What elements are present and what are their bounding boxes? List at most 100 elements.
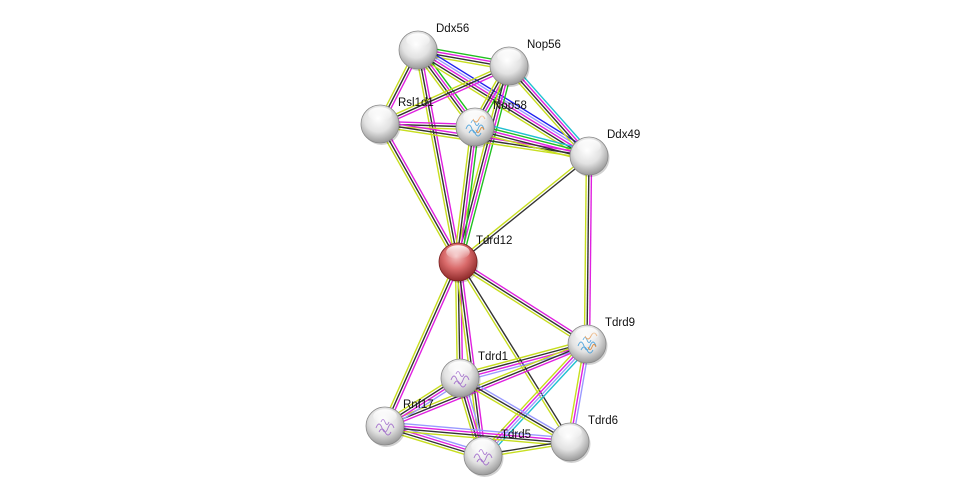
edge-line-coexpression	[384, 426, 570, 444]
node-label: Nop58	[493, 100, 527, 112]
edge-line-homology	[460, 375, 572, 441]
node-tdrd9[interactable]: Tdrd9	[567, 317, 635, 365]
edge-line-experiments	[459, 261, 487, 456]
edge-line-neighborhood	[475, 123, 590, 155]
node-label: Tdrd9	[605, 317, 635, 329]
node-tdrd12[interactable]: Tdrd12	[438, 235, 512, 283]
edge-line-textmining	[458, 339, 587, 375]
edge-tdrd12-tdrd5[interactable]	[454, 261, 487, 457]
edge-line-experiments	[509, 64, 591, 156]
edge-line-textmining	[505, 68, 587, 160]
node-gloss	[497, 49, 521, 63]
node-label: Nop56	[527, 39, 561, 51]
node-label: Ddx56	[436, 23, 469, 35]
edge-line-coexpression	[459, 342, 587, 378]
edge-line-textmining	[456, 262, 570, 444]
edge-tdrd12-tdrd6[interactable]	[456, 260, 572, 444]
node-label: Rsl1d1	[398, 97, 434, 109]
edge-line-coexpression	[458, 156, 591, 264]
edge-line-coexpression	[384, 343, 588, 427]
edge-line-homology	[385, 421, 571, 439]
edge-line-experiments	[385, 424, 571, 442]
node-gloss	[373, 409, 397, 423]
edge-line-textmining	[454, 262, 482, 457]
edge-line-textmining	[456, 263, 586, 347]
node-ddx56[interactable]: Ddx56	[398, 23, 469, 71]
node-label: Tdrd12	[476, 235, 512, 247]
node-rnf17[interactable]: Rnf17	[365, 399, 434, 447]
edge-line-textmining	[458, 379, 570, 445]
edge-line-neighborhood	[461, 127, 480, 263]
edge-tdrd12-tdrd9[interactable]	[456, 259, 589, 347]
edge-line-experiments	[459, 259, 589, 343]
node-gloss	[448, 361, 472, 375]
edge-line-experiments	[380, 67, 511, 128]
edge-line-coexpression	[586, 155, 590, 345]
node-ddx49[interactable]: Ddx49	[569, 129, 640, 177]
edge-line-experiments	[460, 344, 588, 380]
edge-line-coexpression	[417, 49, 459, 263]
node-tdrd5[interactable]: Tdrd5	[463, 429, 531, 477]
edge-line-homology	[460, 347, 589, 383]
edge-line-coexpression	[507, 66, 589, 158]
node-label: Tdrd5	[501, 429, 531, 441]
edge-line-coexpression	[458, 260, 572, 442]
edge-line-textmining	[473, 131, 588, 162]
node-gloss	[575, 327, 599, 341]
node-tdrd1[interactable]: Tdrd1	[440, 351, 508, 399]
edge-line-coexpression	[379, 123, 459, 263]
edge-line-textmining	[454, 262, 459, 379]
node-label: Ddx49	[607, 129, 640, 141]
edge-nop56-tdrd12[interactable]	[453, 64, 514, 264]
edge-line-neighborhood	[461, 66, 514, 264]
node-nop58[interactable]: Nop58	[455, 100, 527, 148]
node-gloss	[406, 33, 430, 47]
node-gloss	[577, 139, 601, 153]
edge-line-databases	[476, 121, 591, 152]
edge-line-experiments	[381, 122, 461, 262]
edge-ddx49-tdrd9[interactable]	[583, 155, 593, 345]
edge-nop56-ddx49[interactable]	[505, 62, 593, 160]
edge-nop58-ddx49[interactable]	[473, 121, 591, 162]
node-gloss	[471, 439, 495, 453]
edge-line-coexpression	[457, 261, 484, 457]
edge-line-coexpression	[384, 261, 459, 427]
edge-line-textmining	[381, 260, 457, 426]
node-label: Rnf17	[403, 399, 434, 411]
node-gloss	[446, 245, 470, 259]
edge-nop58-tdrd12[interactable]	[453, 126, 480, 263]
edge-line-homology	[483, 344, 589, 458]
edge-line-experiments	[458, 66, 511, 263]
edge-line-coexpression	[474, 128, 589, 160]
edge-line-textmining	[456, 154, 589, 262]
edge-nop56-rsl1d1[interactable]	[378, 62, 511, 128]
node-gloss	[368, 107, 392, 121]
edge-line-textmining	[453, 64, 506, 262]
edge-ddx49-tdrd12[interactable]	[456, 154, 591, 264]
edge-ddx56-tdrd12[interactable]	[414, 49, 462, 263]
edge-tdrd1-tdrd6[interactable]	[458, 375, 572, 445]
edge-tdrd9-tdrd1[interactable]	[458, 339, 589, 383]
edge-line-experiments	[458, 127, 477, 263]
edge-line-coexpression	[456, 65, 509, 262]
node-gloss	[463, 110, 487, 124]
edge-line-experiments	[386, 262, 462, 428]
edge-line-coexpression	[459, 377, 571, 443]
edge-line-coexpression	[456, 126, 475, 262]
edge-tdrd12-rnf17[interactable]	[381, 260, 462, 428]
node-label: Tdrd1	[478, 351, 508, 363]
node-nop56[interactable]: Nop56	[489, 39, 561, 87]
edge-line-experiments	[474, 126, 590, 157]
edge-line-databases	[511, 62, 593, 154]
edge-line-textmining	[583, 155, 588, 344]
edge-line-textmining	[414, 50, 457, 263]
node-tdrd6[interactable]: Tdrd6	[550, 415, 618, 463]
edge-line-coexpression	[379, 65, 510, 125]
node-rsl1d1[interactable]: Rsl1d1	[360, 97, 434, 145]
edge-line-textmining	[378, 62, 509, 123]
edge-line-homology	[419, 47, 591, 155]
edge-line-experiments	[588, 156, 593, 345]
edge-rsl1d1-tdrd12[interactable]	[377, 122, 461, 264]
